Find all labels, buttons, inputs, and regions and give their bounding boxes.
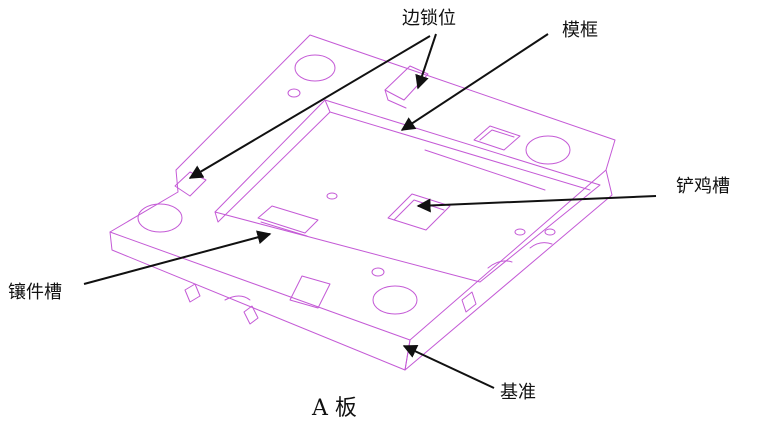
arrow-insert-slot [83, 230, 272, 285]
insert-slot [257, 205, 319, 234]
mold-frame-pocket-depth [214, 99, 591, 223]
hole-left [137, 203, 183, 233]
arrow-edge-lock-left [188, 35, 431, 179]
label-datum: 基准 [500, 382, 536, 403]
hole-top-left [294, 54, 336, 82]
hole-right [525, 135, 571, 165]
plate-top-face [109, 34, 616, 341]
arrow-mold-frame [400, 33, 549, 131]
arrow-datum [402, 344, 495, 389]
plate-front-side [109, 231, 411, 371]
label-mold-frame: 模框 [562, 20, 598, 41]
arrow-edge-lock-right [415, 33, 437, 90]
front-slot [289, 275, 331, 309]
shovel-slot [387, 193, 451, 231]
diagram-caption: A 板 [312, 396, 357, 421]
hole-bottom [372, 285, 418, 315]
edge-lock-slot-top [384, 65, 429, 101]
label-edge-lock: 边锁位 [402, 8, 456, 29]
label-insert-slot: 镶件槽 [8, 282, 62, 303]
arrow-shovel-slot [416, 195, 657, 213]
label-shovel-slot: 铲鸡槽 [676, 176, 730, 197]
mold-frame-pocket [214, 99, 601, 283]
edge-lock-slot-left [174, 171, 207, 197]
square-pocket [473, 125, 521, 151]
